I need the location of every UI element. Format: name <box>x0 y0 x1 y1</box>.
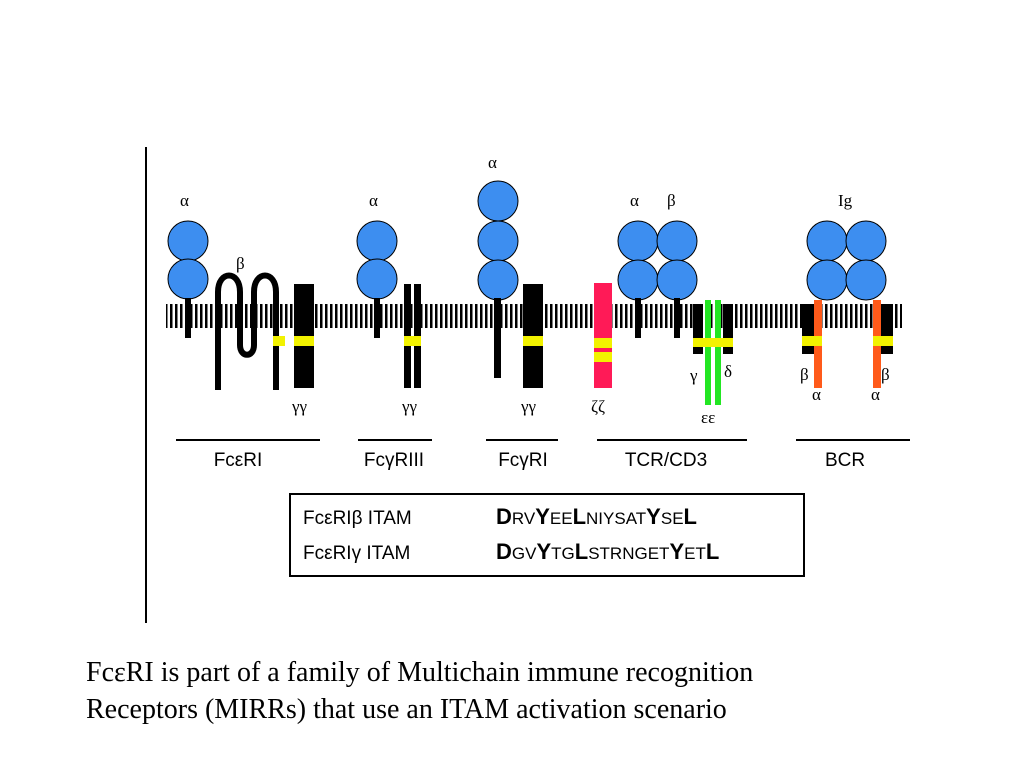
alpha-domain <box>477 259 519 301</box>
itam-sequence-table: FcεRIβ ITAM FcεRIγ ITAM DRVYEELNIYSATYSE… <box>289 493 805 577</box>
itam-table-border <box>289 493 805 577</box>
itam-site <box>523 336 543 346</box>
receptor-name-fcgri: FcγRI <box>498 450 548 471</box>
itam-residue: EE <box>550 509 573 528</box>
receptor-fcgriii: α γγ FcγRIII <box>356 191 432 471</box>
itam-consensus-residue: Y <box>535 504 550 529</box>
alpha-chain <box>494 298 501 378</box>
itam-site <box>404 336 421 346</box>
alpha-label: α <box>812 385 821 404</box>
zeta-chain <box>594 283 612 388</box>
ig-beta-chain <box>881 304 893 354</box>
itam-residue: TG <box>551 544 575 563</box>
itam-residue: STRNGET <box>588 544 669 563</box>
ig-label: Ig <box>838 191 853 210</box>
itam-sequence: DGVYTGLSTRNGETYETL <box>496 539 719 564</box>
beta-label: β <box>800 365 809 384</box>
receptor-fcgri: α γγ FcγRI <box>477 153 558 471</box>
itam-site <box>802 336 822 346</box>
cd3-epsilon-chain <box>705 300 711 405</box>
beta-domain <box>656 220 698 262</box>
alpha-label: α <box>871 385 880 404</box>
beta-label: β <box>236 254 245 273</box>
itam-consensus-residue: Y <box>669 539 684 564</box>
receptor-name-bcr: BCR <box>825 450 865 471</box>
itam-sequence: DRVYEELNIYSATYSEL <box>496 504 697 529</box>
cd3-delta-chain <box>723 304 733 354</box>
itam-consensus-residue: D <box>496 539 512 564</box>
itam-consensus-residue: L <box>684 504 697 529</box>
itam-consensus-residue: D <box>496 504 512 529</box>
alpha-domain <box>617 220 659 262</box>
itam-row-label: FcεRIβ ITAM <box>303 508 412 529</box>
itam-consensus-residue: Y <box>536 539 551 564</box>
delta-label: δ <box>724 362 732 381</box>
receptor-name-tcr-cd3: TCR/CD3 <box>625 450 707 471</box>
ig-domain <box>845 220 887 262</box>
caption-line-2: Receptors (MIRRs) that use an ITAM activ… <box>86 694 727 725</box>
itam-residue: SE <box>661 509 684 528</box>
itam-site <box>294 336 314 346</box>
alpha-label: α <box>180 191 189 210</box>
itam-site <box>594 338 612 348</box>
ig-domain <box>806 220 848 262</box>
itam-site <box>693 338 733 347</box>
caption-line-1: FcεRI is part of a family of Multichain … <box>86 657 754 688</box>
itam-site <box>594 352 612 362</box>
alpha-domain <box>167 220 209 262</box>
alpha-domain <box>167 258 209 300</box>
beta-chain <box>674 298 680 338</box>
itam-consensus-residue: L <box>706 539 719 564</box>
zeta-zeta-label: ζζ <box>591 397 605 416</box>
gamma-gamma-label: γγ <box>401 397 418 416</box>
alpha-label: α <box>630 191 639 210</box>
alpha-label: α <box>369 191 378 210</box>
alpha-domain <box>477 180 519 222</box>
beta-label: β <box>881 365 890 384</box>
receptor-bcr: Ig β α β α BCR <box>796 191 910 471</box>
ig-domain <box>806 259 848 301</box>
epsilon-epsilon-label: εε <box>701 408 715 427</box>
gamma-gamma-label: γγ <box>520 397 537 416</box>
beta-domain <box>656 259 698 301</box>
beta-chain <box>215 272 279 390</box>
cd3-epsilon-chain <box>715 300 721 405</box>
itam-residue: RV <box>512 509 536 528</box>
slide-caption: FcεRI is part of a family of Multichain … <box>86 654 986 728</box>
alpha-label: α <box>488 153 497 172</box>
alpha-domain <box>617 259 659 301</box>
receptor-tcr-cd3: α β ζζ γ δ εε TCR/CD3 <box>591 191 747 471</box>
itam-site <box>873 336 893 346</box>
alpha-chain <box>374 298 380 338</box>
itam-residue: GV <box>512 544 537 563</box>
alpha-domain <box>356 258 398 300</box>
receptor-name-fcgriii: FcγRIII <box>364 450 424 471</box>
alpha-domain <box>356 220 398 262</box>
itam-consensus-residue: L <box>573 504 586 529</box>
itam-row-label: FcεRIγ ITAM <box>303 543 410 564</box>
vertical-divider <box>145 147 147 623</box>
gamma-gamma-label: γγ <box>291 397 308 416</box>
itam-consensus-residue: Y <box>646 504 661 529</box>
alpha-chain <box>185 298 191 338</box>
itam-residue: ET <box>684 544 706 563</box>
ig-domain <box>845 259 887 301</box>
alpha-chain <box>635 298 641 338</box>
gamma-label: γ <box>689 366 698 385</box>
receptor-fceri: α β γγ FcεRI <box>167 191 320 471</box>
mirr-diagram: α β γγ FcεRI α γγ FcγRIII α <box>166 153 910 577</box>
itam-site <box>273 336 285 346</box>
ig-beta-chain <box>802 304 814 354</box>
receptor-name-fceri: FcεRI <box>214 450 263 471</box>
itam-residue: NIYSAT <box>586 509 646 528</box>
itam-consensus-residue: L <box>575 539 588 564</box>
cd3-gamma-chain <box>693 304 703 354</box>
beta-label: β <box>667 191 676 210</box>
alpha-domain <box>477 220 519 262</box>
